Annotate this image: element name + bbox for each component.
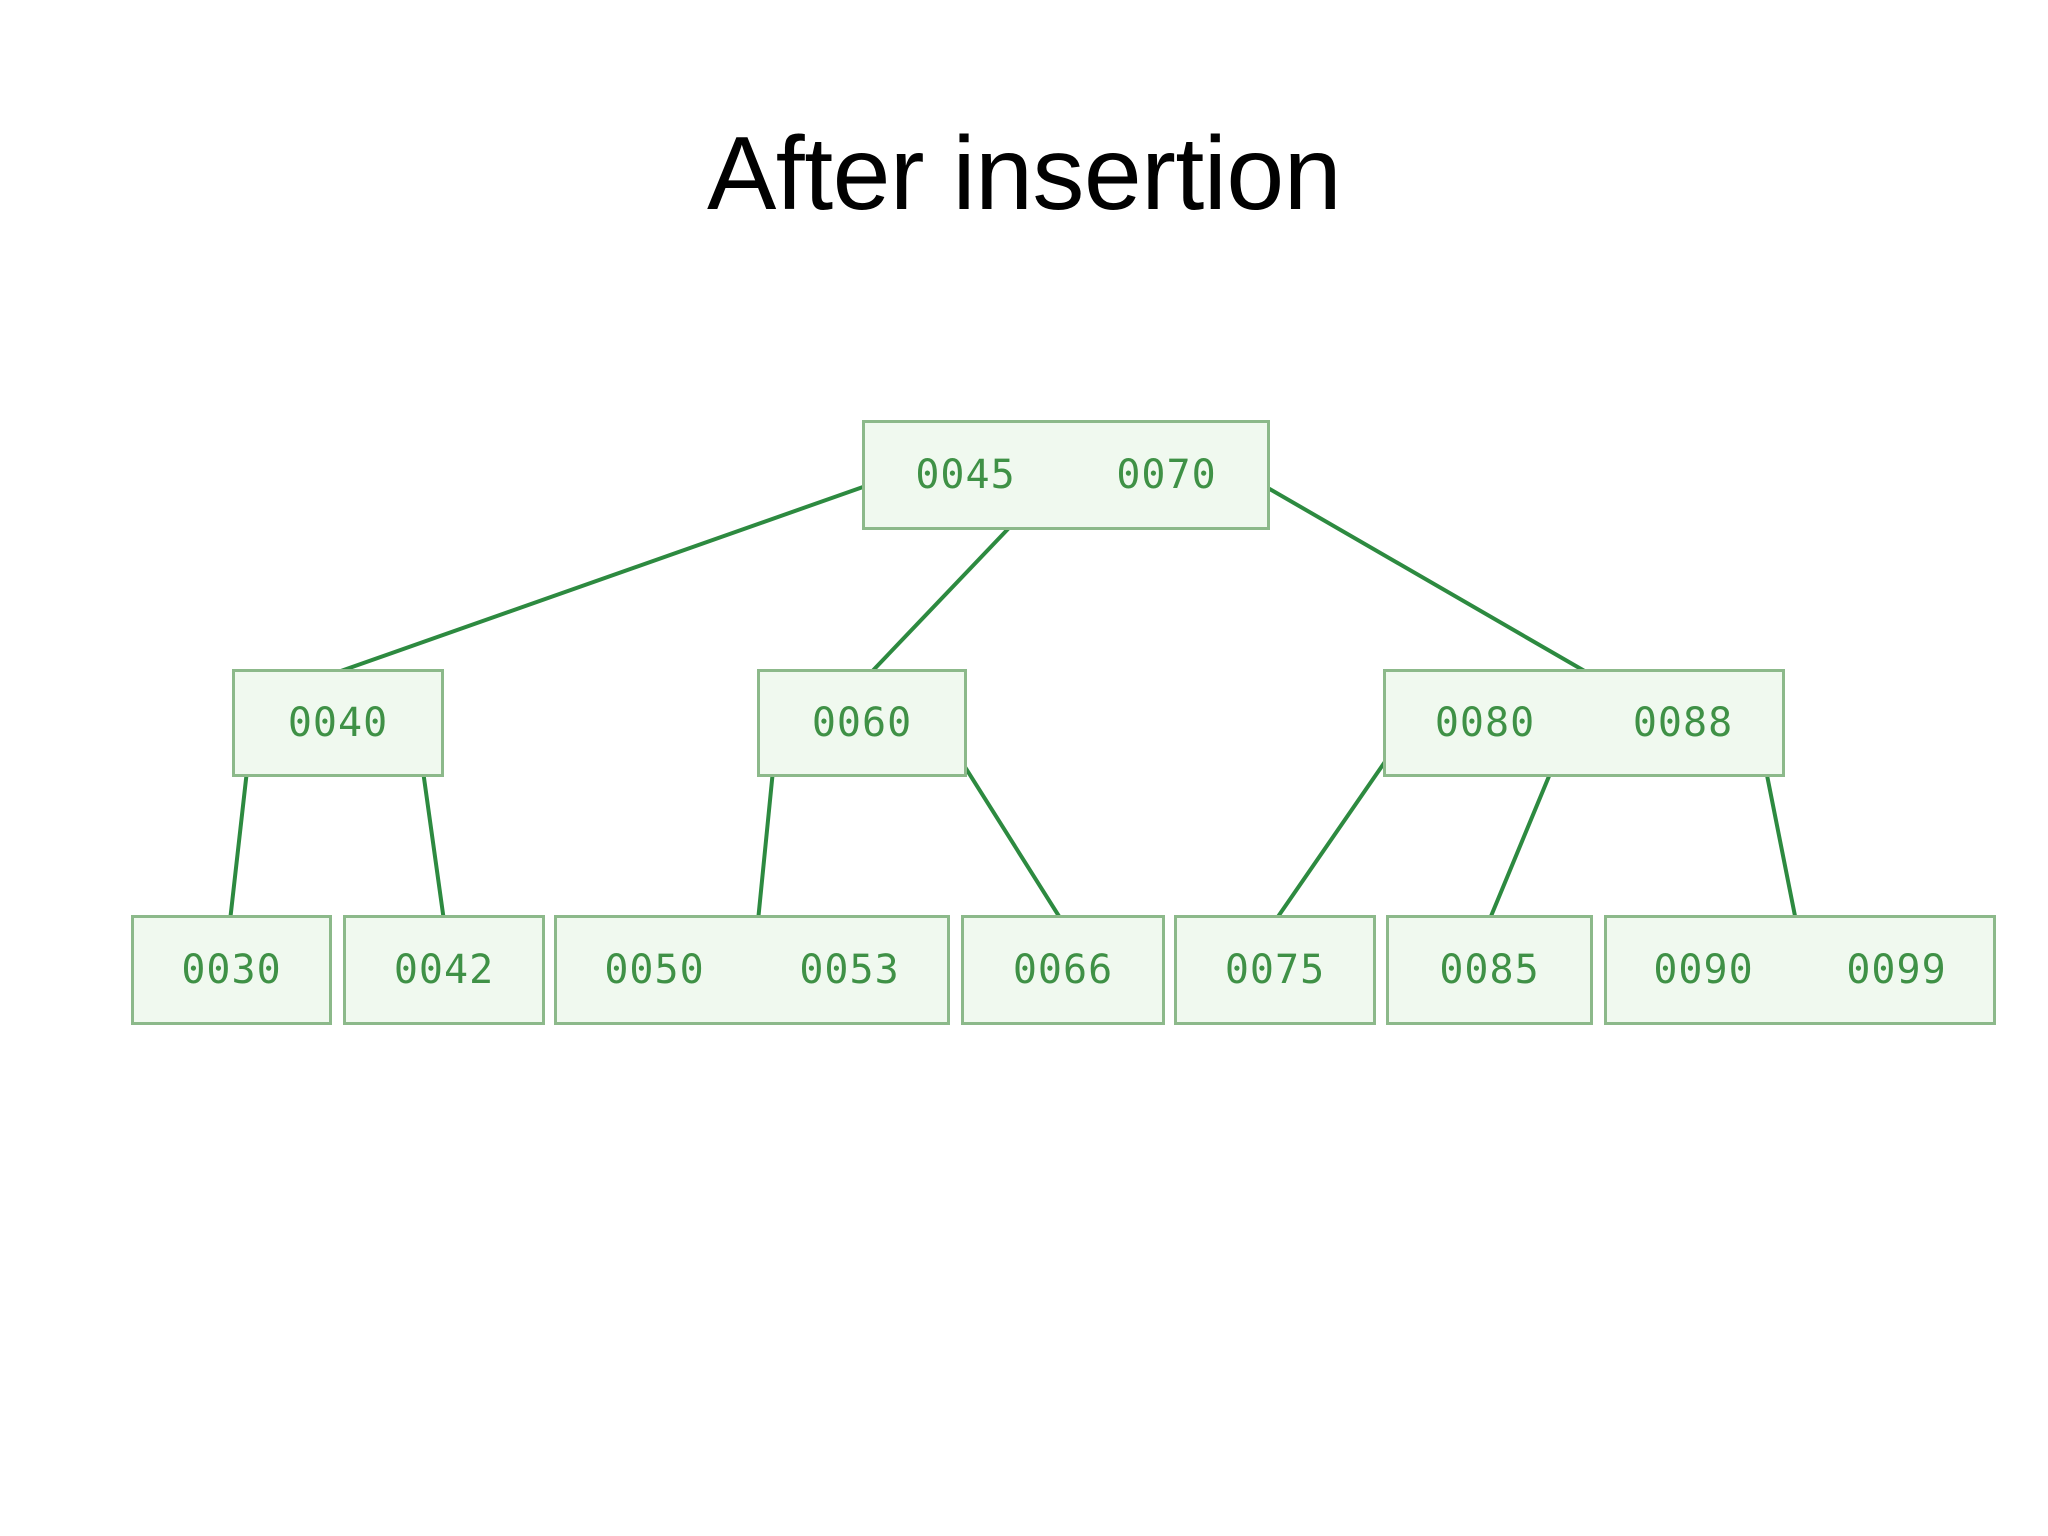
btree-key: 0090	[1653, 947, 1754, 993]
btree-node-internal-left: 0040	[232, 669, 444, 777]
btree-node-leaf-2: 0042	[343, 915, 545, 1025]
page-title: After insertion	[706, 116, 1342, 232]
btree-key: 0070	[1116, 452, 1217, 498]
btree-node-internal-middle: 0060	[757, 669, 967, 777]
btree-key: 0085	[1439, 947, 1540, 993]
btree-node-leaf-7: 0090 0099	[1604, 915, 1996, 1025]
tree-edge	[1273, 738, 1402, 923]
btree-node-leaf-4: 0066	[961, 915, 1165, 1025]
btree-key: 0045	[915, 452, 1016, 498]
btree-node-internal-right: 0080 0088	[1383, 669, 1785, 777]
btree-node-leaf-6: 0085	[1386, 915, 1593, 1025]
tree-edge	[336, 479, 882, 674]
btree-node-root: 0045 0070	[862, 420, 1270, 530]
btree-key: 0099	[1846, 947, 1947, 993]
btree-key: 0040	[287, 700, 389, 746]
btree-node-leaf-1: 0030	[131, 915, 332, 1025]
btree-key: 0060	[811, 700, 913, 746]
tree-edge	[1240, 471, 1590, 675]
btree-key: 0075	[1224, 947, 1326, 993]
btree-key: 0030	[181, 947, 282, 993]
btree-key: 0066	[1012, 947, 1114, 993]
btree-node-leaf-3: 0050 0053	[554, 915, 950, 1025]
btree-key: 0050	[604, 947, 705, 993]
btree-key: 0053	[799, 947, 900, 993]
btree-key: 0080	[1434, 700, 1536, 746]
btree-key: 0042	[393, 947, 495, 993]
btree-key: 0088	[1632, 700, 1734, 746]
btree-node-leaf-5: 0075	[1174, 915, 1376, 1025]
